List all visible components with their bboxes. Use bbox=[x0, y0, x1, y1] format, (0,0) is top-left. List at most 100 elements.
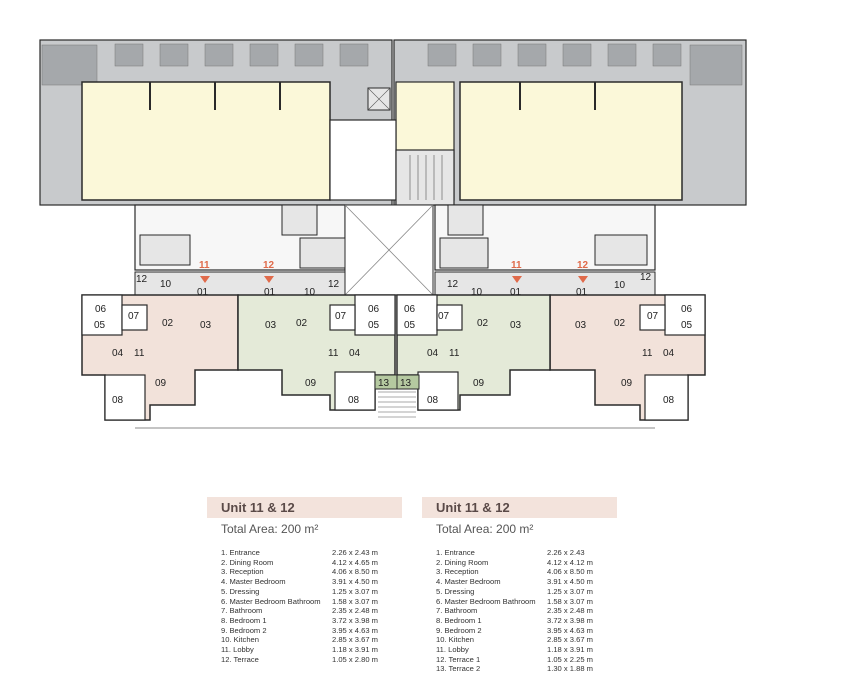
room-spec-value: 3.72 x 3.98 m bbox=[547, 615, 594, 625]
room-spec-value: 4.12 x 4.12 m bbox=[547, 557, 594, 567]
room-tag: 06 bbox=[404, 304, 416, 315]
room-tag: 07 bbox=[438, 311, 450, 322]
room-tag: 09 bbox=[155, 378, 167, 389]
room-spec-label: 2. Dining Room bbox=[436, 557, 489, 567]
core-stair bbox=[395, 149, 455, 206]
room-tag: 10 bbox=[471, 287, 483, 298]
room-spec-value: 1.30 x 1.88 m bbox=[547, 664, 594, 674]
room-tag: 02 bbox=[614, 318, 626, 329]
unit-marker-12: 12 bbox=[263, 260, 275, 271]
room-spec-row: 2. Dining Room 4.12 x 4.12 m bbox=[436, 558, 617, 568]
room-tag: 05 bbox=[94, 320, 106, 331]
room-tag: 11 bbox=[134, 348, 145, 359]
room-tag: 10 bbox=[304, 287, 316, 298]
room-spec-row: 6. Master Bedroom Bathroom 1.58 x 3.07 m bbox=[436, 597, 617, 607]
legend-total-area: Total Area: 200 m² bbox=[221, 522, 319, 536]
room-spec-label: 8. Bedroom 1 bbox=[436, 615, 482, 625]
room-spec-label: 8. Bedroom 1 bbox=[221, 615, 267, 625]
room-tag: 10 bbox=[614, 280, 626, 291]
core-wc bbox=[329, 119, 397, 201]
room-spec-value: 1.58 x 3.07 m bbox=[332, 596, 379, 606]
room-spec-value: 1.25 x 3.07 m bbox=[332, 586, 379, 596]
legend-right: Unit 11 & 12 Total Area: 200 m² 1. Entra… bbox=[422, 497, 617, 674]
room-spec-label: 11. Lobby bbox=[436, 645, 469, 655]
room-spec-label: 5. Dressing bbox=[436, 586, 475, 596]
room-spec-value: 2.35 x 2.48 m bbox=[332, 606, 379, 616]
room-tag: 05 bbox=[404, 320, 416, 331]
room-spec-label: 9. Bedroom 2 bbox=[436, 625, 482, 635]
room-tags: 12 10 01 01 10 12 12 10 01 01 10 12 06 0… bbox=[94, 272, 693, 406]
room-spec-label: 6. Master Bedroom Bathroom bbox=[221, 596, 321, 606]
room-tag: 08 bbox=[348, 395, 360, 406]
room-tag: 11 bbox=[328, 348, 339, 359]
room-spec-label: 3. Reception bbox=[436, 567, 479, 577]
room-tag: 05 bbox=[368, 320, 380, 331]
legend-left: Unit 11 & 12 Total Area: 200 m² 1. Entra… bbox=[207, 497, 402, 664]
office-block bbox=[39, 39, 747, 206]
room-tag: 08 bbox=[663, 395, 675, 406]
room-spec-label: 12. Terrace 1 bbox=[436, 654, 481, 664]
room-spec-value: 3.72 x 3.98 m bbox=[332, 615, 379, 625]
room-spec-label: 6. Master Bedroom Bathroom bbox=[436, 596, 536, 606]
room-tag: 04 bbox=[112, 348, 124, 359]
room-tag: 08 bbox=[427, 395, 439, 406]
room-tag: 04 bbox=[663, 348, 675, 359]
room-tag: 09 bbox=[473, 378, 485, 389]
room-tag: 09 bbox=[305, 378, 317, 389]
circulation-core bbox=[134, 204, 656, 296]
room-tag: 07 bbox=[647, 311, 659, 322]
room-tag: 01 bbox=[264, 287, 276, 298]
room-spec-label: 9. Bedroom 2 bbox=[221, 625, 267, 635]
room-spec-value: 3.91 x 4.50 m bbox=[332, 577, 379, 587]
office-left bbox=[81, 81, 331, 201]
unit-marker-11: 11 bbox=[199, 260, 210, 271]
room-spec-value: 2.26 x 2.43 bbox=[547, 548, 585, 557]
room-tag: 13 bbox=[400, 378, 412, 389]
room-spec-row: 9. Bedroom 2 3.95 x 4.63 m bbox=[436, 626, 617, 636]
room-spec-label: 7. Bathroom bbox=[436, 606, 478, 616]
room-spec-value: 3.91 x 4.50 m bbox=[547, 577, 594, 587]
room-spec-row: 8. Bedroom 1 3.72 x 3.98 m bbox=[221, 616, 402, 626]
room-spec-row: 5. Dressing 1.25 x 3.07 m bbox=[436, 587, 617, 597]
room-spec-value: 2.85 x 3.67 m bbox=[547, 635, 594, 645]
room-tag: 03 bbox=[575, 320, 587, 331]
room-spec-value: 1.58 x 3.07 m bbox=[547, 596, 594, 606]
room-spec-value: 1.18 x 3.91 m bbox=[547, 645, 594, 655]
room-spec-label: 12. Terrace bbox=[221, 654, 259, 664]
room-spec-value: 3.95 x 4.63 m bbox=[547, 625, 594, 635]
room-tag: 03 bbox=[265, 320, 277, 331]
room-tag: 10 bbox=[160, 279, 172, 290]
room-tag: 01 bbox=[197, 287, 209, 298]
legend-title: Unit 11 & 12 bbox=[207, 497, 402, 518]
room-tag: 06 bbox=[368, 304, 380, 315]
room-spec-row: 11. Lobby 1.18 x 3.91 m bbox=[436, 645, 617, 655]
legend-total-area: Total Area: 200 m² bbox=[436, 522, 534, 536]
terrace-furniture bbox=[41, 43, 743, 86]
room-spec-label: 3. Reception bbox=[221, 567, 264, 577]
room-spec-row: 8. Bedroom 1 3.72 x 3.98 m bbox=[436, 616, 617, 626]
office-right bbox=[459, 81, 683, 201]
room-tag: 05 bbox=[681, 320, 693, 331]
room-tag: 06 bbox=[95, 304, 107, 315]
room-tag: 11 bbox=[449, 348, 460, 359]
room-spec-label: 2. Dining Room bbox=[221, 557, 274, 567]
room-spec-label: 1. Entrance bbox=[221, 548, 260, 557]
room-spec-row: 12. Terrace 1 1.05 x 2.25 m bbox=[436, 655, 617, 665]
room-spec-label: 7. Bathroom bbox=[221, 606, 263, 616]
room-tag: 08 bbox=[112, 395, 124, 406]
residential-units bbox=[81, 271, 706, 429]
room-spec-value: 1.05 x 2.25 m bbox=[547, 654, 594, 664]
room-spec-label: 5. Dressing bbox=[221, 586, 260, 596]
room-tag: 07 bbox=[335, 311, 347, 322]
room-spec-value: 1.25 x 3.07 m bbox=[547, 586, 594, 596]
